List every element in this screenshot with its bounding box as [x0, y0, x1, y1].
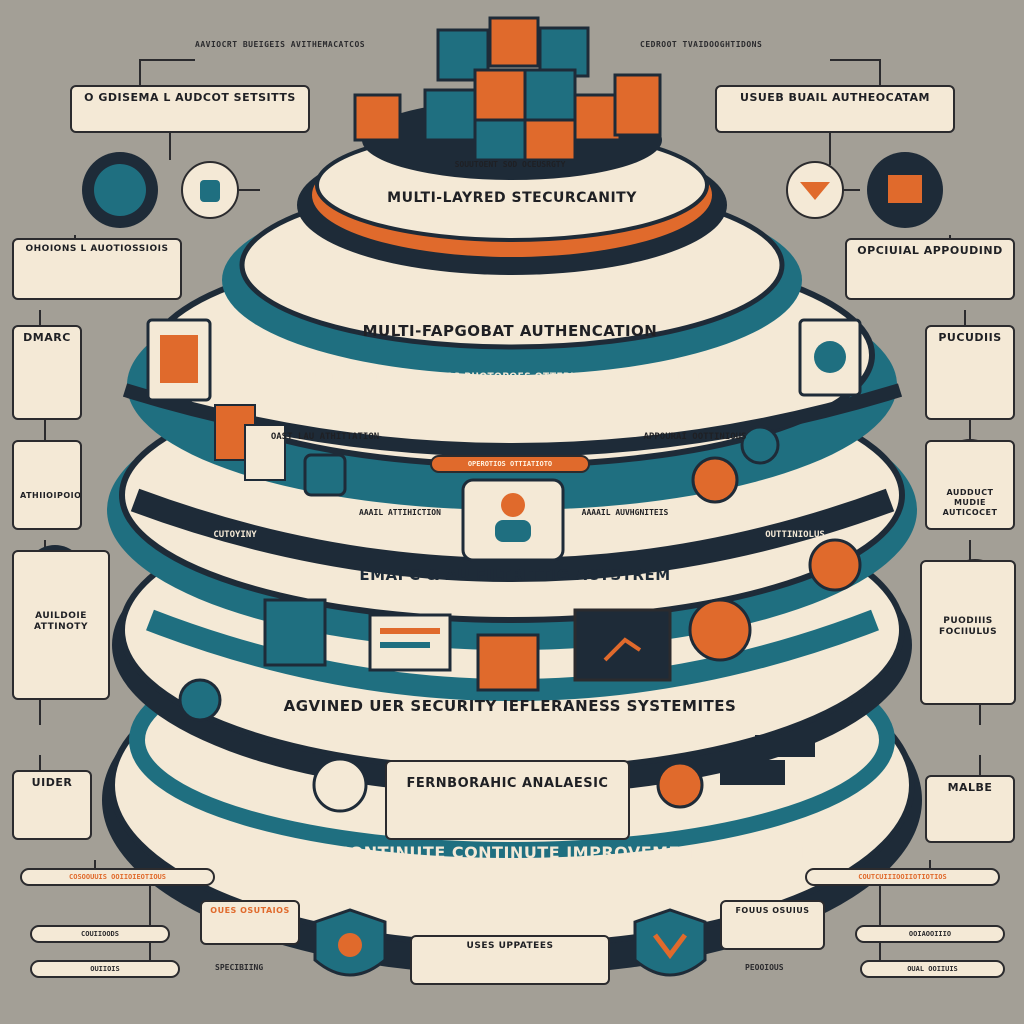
- bottom-left-card: OUES OSUTAIOS: [200, 900, 300, 945]
- layer-3-side-right: OUTTINIOLUS: [765, 530, 825, 540]
- bottom-left-card-title: OUES OSUTAIOS: [210, 906, 290, 915]
- top-header-right: CEDROOT TVAIDOOGHTIDONS: [640, 40, 763, 49]
- right-card-1: USUEB BUAIL AUTHEOCATAM: [715, 85, 955, 133]
- right-card-5: PUODIIIS FOCIIULUS: [920, 560, 1016, 705]
- bottom-caption-right: PEOOIOUS: [745, 963, 784, 972]
- left-card-5-title: AUILDOIE ATTINOTY: [34, 611, 88, 633]
- layer-2-title: MULTI-FAPGOBAT AUTHENCATION: [362, 322, 658, 340]
- left-card-6-title: UIDER: [31, 776, 73, 789]
- cube-stack-icon: [353, 16, 662, 162]
- layer-4-title: AGVINED UER SECURITY IEFLERANESS SYSTEMI…: [283, 697, 737, 715]
- right-card-1-title: USUEB BUAIL AUTHEOCATAM: [740, 91, 930, 104]
- bottom-right-card-title: FOUUS OSUIUS: [735, 906, 810, 915]
- layer-4-inner-box: FERNBORAHIC ANALAESIC: [385, 760, 630, 840]
- left-card-5: AUILDOIE ATTINOTY: [12, 550, 110, 700]
- layer-3-center-pill: OPEROTIOS OTTIATIOTO: [430, 455, 590, 473]
- right-card-4: AUDDUCT MUDIE AUTICOCET: [925, 440, 1015, 530]
- layer-2-subtitle: AUUTIO TOTTIOS PURTAUAS PHOTOPOES OTTEPI…: [307, 372, 713, 382]
- left-card-2-title: OHOIONS L AUOTIOSSIOIS: [25, 244, 169, 254]
- left-card-1: O GDISEMA L AUDCOT SETSITTS: [70, 85, 310, 133]
- layer-3-mid-right: AAAAIL AUVHGNITEIS: [581, 508, 669, 517]
- right-card-6: MALBE: [925, 775, 1015, 843]
- bottom-caption-left: SPECIBIING: [215, 963, 264, 972]
- bottom-right-card: FOUUS OSUIUS: [720, 900, 825, 950]
- layer-5-title: POP VERATUCE CONTINUTE CONTINUTE IMPROVE…: [189, 843, 841, 862]
- right-card-5-title: PUODIIIS FOCIIULUS: [938, 616, 998, 638]
- right-card-3-title: PUCUDIIS: [938, 331, 1002, 344]
- bottom-pill-left-3: OUIIOIS: [30, 960, 180, 978]
- layer-3-left-label: OAST LAU ATHITTATION: [270, 432, 380, 442]
- left-card-4-title: ATHIIOIPOIOS: [20, 491, 82, 500]
- layer-1-title: MULTI-LAYRED STECURCANITY: [387, 190, 637, 206]
- layer-3-mid-left: AAAIL ATTIHICTION: [359, 508, 441, 517]
- bottom-center-card: USES UPPATEES: [410, 935, 610, 985]
- layer-3-side-left: CUTOYINY: [213, 530, 257, 540]
- bottom-pill-right-3: OUAL OOIIUIS: [860, 960, 1005, 978]
- left-card-3: DMARC: [12, 325, 82, 420]
- left-card-2: OHOIONS L AUOTIOSSIOIS: [12, 238, 182, 300]
- top-block-caption: SOUUTOENT SOD OCEUSRGTY: [454, 160, 566, 169]
- bottom-pill-right-1: COUTCUIIIOOIIOTIOTIOS: [805, 868, 1000, 886]
- right-card-2-title: OPCIUIAL APPOUDIND: [857, 244, 1003, 257]
- left-card-6: UIDER: [12, 770, 92, 840]
- right-card-2: OPCIUIAL APPOUDIND: [845, 238, 1015, 300]
- layer-3-right-label: APPOURAI OOTTINIOUS: [643, 432, 747, 442]
- right-card-3: PUCUDIIS: [925, 325, 1015, 420]
- left-card-3-title: DMARC: [23, 331, 71, 344]
- layer-4-inner-box-title: FERNBORAHIC ANALAESIC: [406, 776, 609, 791]
- shield-icons: [313, 908, 707, 977]
- left-card-4: ATHIIOIPOIOS: [12, 440, 82, 530]
- bottom-center-card-title: USES UPPATEES: [466, 941, 554, 951]
- right-card-6-title: MALBE: [947, 781, 993, 794]
- bottom-pill-right-2: OOIAOOIIIO: [855, 925, 1005, 943]
- bottom-pill-left-1: COSOOUUIS OOIIOIEOTIOUS: [20, 868, 215, 886]
- right-card-4-title: AUDDUCT MUDIE AUTICOCET: [942, 488, 998, 517]
- bottom-pill-left-2: COUIIOODS: [30, 925, 170, 943]
- layer-3-title: EMAPC & AU FILTRITTIG ACYSTREM: [359, 566, 671, 584]
- left-card-1-title: O GDISEMA L AUDCOT SETSITTS: [84, 91, 296, 104]
- top-header-left: AAVIOCRT BUEIGEIS AVITHEMACATCOS: [195, 40, 366, 49]
- layer-icons: [146, 318, 862, 813]
- layer-3-navy-band: [130, 488, 895, 582]
